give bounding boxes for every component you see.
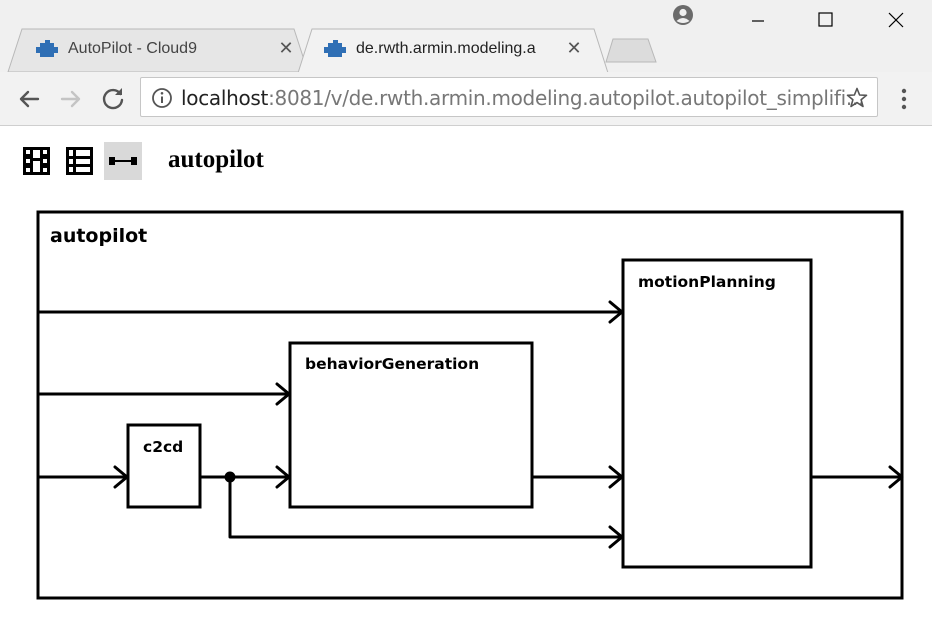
tab-de-rwth-armin-modeling[interactable]: de.rwth.armin.modeling.a ✕ (297, 28, 609, 74)
component-label-motionplanning: motionPlanning (638, 273, 776, 291)
component-box-behaviorgeneration[interactable] (288, 341, 534, 509)
tab-autopilot-cloud9[interactable]: AutoPilot - Cloud9 ✕ (7, 28, 309, 73)
tab-title: AutoPilot - Cloud9 (68, 40, 197, 57)
new-tab-button[interactable] (604, 38, 658, 64)
star-icon[interactable] (845, 86, 869, 110)
profile-icon[interactable] (672, 4, 694, 26)
page-content: autopilot (0, 126, 932, 639)
list-view-icon[interactable] (61, 142, 99, 180)
component-label-c2cd: c2cd (143, 438, 183, 456)
component-box-motionplanning[interactable] (621, 258, 813, 569)
cloud9-puzzle-icon (36, 40, 58, 57)
cloud9-puzzle-icon (324, 40, 346, 57)
outer-component-label: autopilot (50, 225, 147, 247)
port-view-button[interactable] (104, 142, 142, 180)
close-icon[interactable]: ✕ (566, 38, 582, 59)
close-window-icon[interactable] (872, 4, 918, 34)
arrow-head (608, 525, 624, 549)
close-icon[interactable]: ✕ (278, 38, 294, 59)
address-bar[interactable]: localhost:8081/v/de.rwth.armin.modeling.… (140, 77, 878, 117)
arrow-head (888, 465, 904, 489)
url-host: localhost (181, 86, 269, 110)
connector-c2cd-to-motionplanning[interactable] (228, 475, 624, 539)
minimize-icon[interactable] (734, 4, 780, 34)
outer-component-box[interactable] (36, 210, 904, 600)
info-icon[interactable] (151, 87, 173, 109)
split-junction-dot (224, 471, 236, 483)
arrow-head (608, 465, 624, 489)
component-diagram: autopilot c2cd behaviorGeneration motion… (36, 210, 904, 600)
kebab-menu-icon[interactable] (892, 86, 916, 112)
browser-toolbar: localhost:8081/v/de.rwth.armin.modeling.… (0, 72, 932, 126)
forward-arrow-icon[interactable] (56, 84, 86, 114)
page-title: autopilot (168, 146, 264, 173)
component-label-behaviorgeneration: behaviorGeneration (305, 355, 479, 373)
arrow-head (608, 300, 624, 324)
arrow-head (113, 465, 129, 489)
film-strip-icon[interactable] (18, 142, 56, 180)
port-connector-icon (109, 157, 137, 165)
browser-titlebar: AutoPilot - Cloud9 ✕ de.rwth.armin.model… (0, 0, 932, 74)
tab-title: de.rwth.armin.modeling.a (356, 40, 536, 57)
back-arrow-icon[interactable] (14, 84, 44, 114)
url-path: :8081/v/de.rwth.armin.modeling.autopilot… (268, 86, 865, 110)
arrow-head (275, 465, 291, 489)
maximize-icon[interactable] (802, 4, 848, 34)
component-box-c2cd[interactable] (126, 423, 202, 509)
url-text[interactable]: localhost:8081/v/de.rwth.armin.modeling.… (181, 86, 864, 110)
reload-icon[interactable] (98, 84, 128, 114)
arrow-head (275, 382, 291, 406)
